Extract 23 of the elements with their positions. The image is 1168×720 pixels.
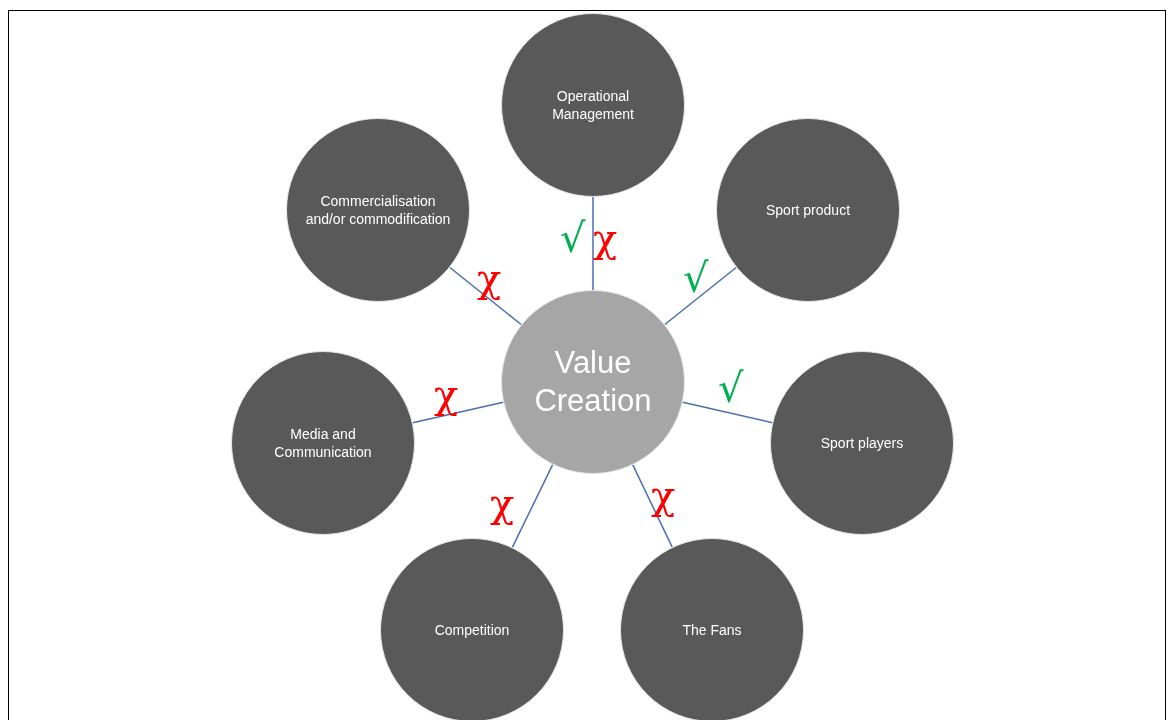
node-label: The Fans	[681, 621, 743, 639]
connector-line	[511, 463, 554, 549]
connector-line	[632, 464, 673, 548]
connector-line	[681, 401, 774, 424]
check-mark: √	[683, 258, 709, 298]
node-label: Operational Management	[551, 87, 635, 123]
cross-mark: χ	[651, 475, 676, 515]
cross-mark: χ	[477, 258, 502, 298]
connector-line	[412, 401, 504, 424]
connector-line	[664, 266, 737, 326]
check-mark: √	[560, 218, 586, 258]
node-label: Competition	[433, 621, 511, 639]
node-label: Sport players	[819, 434, 905, 452]
cross-mark: χ	[490, 483, 515, 523]
node-label: Commercialisation and/or commodification	[304, 192, 452, 228]
cross-mark: χ	[434, 374, 459, 414]
cross-mark: χ	[593, 218, 618, 258]
connector-line	[449, 266, 522, 326]
check-mark: √	[718, 368, 744, 408]
connector-line	[592, 196, 594, 291]
node-label: Value Creation	[533, 344, 653, 420]
node-label: Sport product	[764, 201, 852, 219]
node-label: Media and Communication	[273, 425, 373, 461]
